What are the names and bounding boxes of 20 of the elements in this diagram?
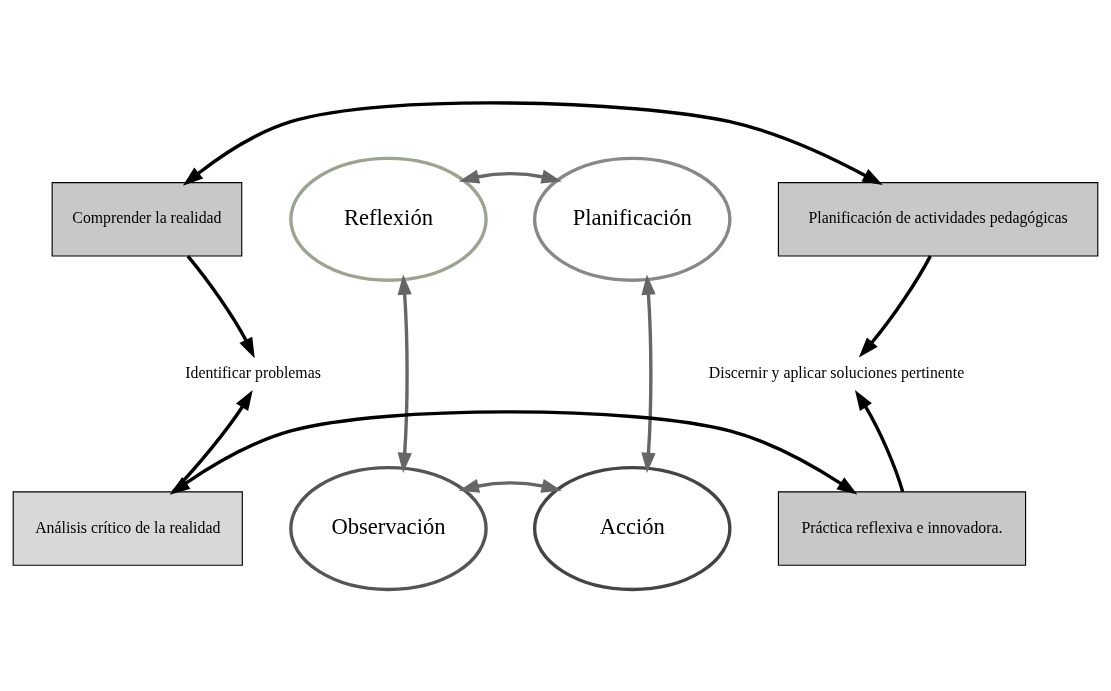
node-box: Comprender la realidad	[51, 181, 243, 257]
arrow	[641, 274, 656, 473]
arrow	[169, 409, 858, 495]
node-text: Identificar problemas	[185, 363, 321, 381]
arrow	[858, 254, 932, 357]
node-ellipse: Planificación	[532, 156, 732, 282]
node-ellipse: Reflexión	[289, 156, 488, 282]
node-box: Práctica reflexiva e innovadora.	[777, 490, 1027, 566]
arrow	[458, 169, 562, 184]
node-box: Análisis crítico de la realidad	[12, 490, 243, 566]
arrow	[182, 100, 883, 186]
node-text: Discernir y aplicar soluciones pertinente	[708, 363, 965, 381]
node-ellipse: Observación	[289, 465, 488, 591]
arrow	[397, 274, 412, 473]
arrow	[458, 478, 562, 493]
arrow	[854, 389, 905, 492]
arrow	[171, 389, 253, 493]
arrow	[186, 254, 255, 358]
node-box: Planificación de actividades pedagógicas	[777, 181, 1099, 257]
node-ellipse: Acción	[532, 465, 732, 591]
